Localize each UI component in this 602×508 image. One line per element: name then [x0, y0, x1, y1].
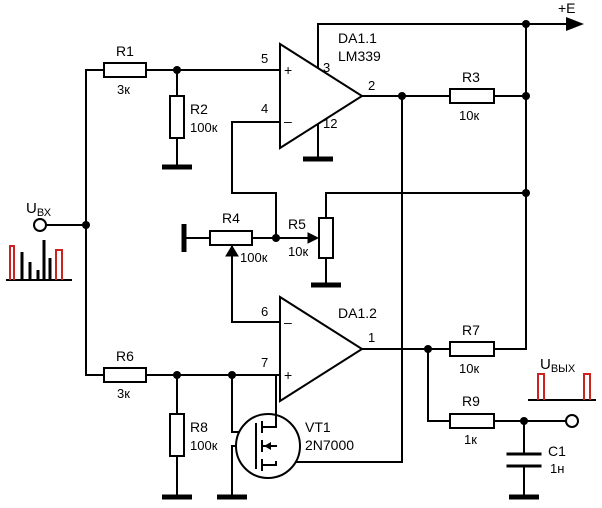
input-pulses-icon — [6, 240, 72, 281]
resistor-r3: R3 10к — [449, 69, 495, 123]
r1-name: R1 — [116, 43, 134, 59]
r8-name: R8 — [190, 419, 208, 435]
resistor-r2: R2 100к — [169, 95, 218, 139]
pin-5: 5 — [261, 51, 268, 66]
pin-4: 4 — [261, 101, 268, 116]
r6-value: 3к — [117, 386, 130, 401]
wires — [45, 23, 567, 497]
pin-7: 7 — [261, 355, 268, 370]
r3-name: R3 — [462, 69, 480, 85]
resistor-r5: R5 10к — [288, 216, 334, 259]
r4-name: R4 — [222, 210, 240, 226]
output-label: UВЫХ — [540, 356, 576, 375]
opamp1-part: LM339 — [338, 48, 381, 64]
r9-value: 1к — [464, 432, 477, 447]
r8-value: 100к — [190, 438, 218, 453]
r9-name: R9 — [462, 393, 480, 409]
resistor-r6: R6 3к — [103, 348, 147, 401]
transistor-vt1: VT1 2N7000 — [235, 409, 354, 479]
input-label: UВХ — [26, 200, 52, 219]
r2-name: R2 — [190, 101, 208, 117]
r1-value: 3к — [117, 82, 130, 97]
output-terminal — [565, 414, 579, 428]
r4-value: 100к — [240, 250, 268, 265]
r7-value: 10к — [459, 361, 479, 376]
resistor-r9: R9 1к — [449, 393, 495, 447]
capacitor-c1: C1 1н — [506, 443, 566, 476]
output-pulses-icon — [528, 373, 596, 401]
pin-2: 2 — [368, 78, 375, 93]
vt1-name: VT1 — [305, 419, 331, 435]
vt1-part: 2N7000 — [305, 437, 354, 453]
pin-1: 1 — [368, 330, 375, 345]
minus-sign: – — [284, 314, 292, 330]
plus-sign: + — [284, 62, 292, 78]
r3-value: 10к — [459, 108, 479, 123]
power-label: +E — [558, 0, 576, 16]
junctions — [82, 20, 530, 425]
r2-value: 100к — [190, 120, 218, 135]
pin-3: 3 — [323, 60, 330, 75]
opamp1-name: DA1.1 — [338, 30, 377, 46]
resistor-r1: R1 3к — [103, 43, 147, 97]
resistor-r7: R7 10к — [449, 322, 495, 376]
r7-name: R7 — [462, 322, 480, 338]
opamp2-name: DA1.2 — [338, 305, 377, 321]
r5-name: R5 — [288, 216, 306, 232]
pin-6: 6 — [261, 304, 268, 319]
c1-value: 1н — [550, 461, 564, 476]
opamp-da1-1: + – 5 4 2 3 12 DA1.1 LM339 — [261, 30, 381, 150]
minus-sign: – — [284, 113, 292, 129]
resistor-r4: R4 100к — [209, 210, 268, 265]
resistor-r8: R8 100к — [169, 413, 218, 457]
ground-symbols — [162, 156, 539, 500]
plus-sign: + — [284, 367, 292, 383]
pin-12: 12 — [323, 116, 337, 131]
r5-value: 10к — [288, 244, 308, 259]
input-terminal — [33, 218, 47, 232]
c1-name: C1 — [548, 443, 566, 459]
r6-name: R6 — [116, 348, 134, 364]
power-terminal: +E — [558, 0, 584, 31]
opamp-da1-2: – + 6 7 1 DA1.2 — [261, 295, 377, 403]
